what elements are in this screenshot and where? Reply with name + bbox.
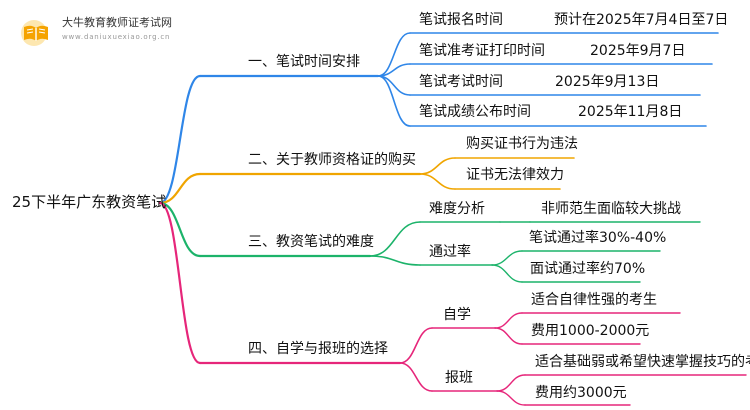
- branch-1-child-3-value: 2025年9月13日: [555, 74, 660, 90]
- root-to-branch-3-link: [158, 201, 202, 258]
- branch-3-child-2-item-2-link: [491, 264, 523, 283]
- branch-1-child-3-link: [377, 75, 411, 96]
- branch-1-child-1-value: 预计在2025年7月4日至7日: [554, 12, 729, 28]
- branch-3-child-1-link: [369, 221, 421, 257]
- branch-3-child-1-item-1: 非师范生面临较大挑战: [541, 201, 681, 217]
- branch-4-child-1-link: [399, 327, 433, 364]
- branch-4-child-1-item-2: 费用1000-2000元: [531, 323, 650, 339]
- branch-4-label: 四、自学与报班的选择: [248, 341, 388, 357]
- brand-url: www.daniuxuexiao.org.cn: [62, 33, 171, 41]
- branch-4-child-1-label: 自学: [443, 307, 471, 323]
- root-to-branch-2-link: [158, 172, 202, 205]
- branch-4-child-2-item-2: 费用约3000元: [535, 385, 627, 401]
- branch-1-child-4-link: [377, 75, 411, 127]
- branch-4-child-1-item-1: 适合自律性强的考生: [531, 292, 657, 308]
- branch-1-child-3-label: 笔试考试时间: [419, 74, 503, 90]
- branch-3-label: 三、教资笔试的难度: [248, 234, 374, 250]
- branch-3-child-2-link: [369, 255, 421, 266]
- branch-1-child-2-value: 2025年9月7日: [590, 43, 686, 59]
- branch-1-child-1-link: [377, 32, 411, 77]
- branch-4-child-2-label: 报班: [445, 370, 473, 386]
- branch-4-child-2-item-2-link: [496, 390, 526, 406]
- branch-4-child-1-item-1-link: [494, 312, 523, 329]
- branch-1-child-4-value: 2025年11月8日: [578, 104, 683, 120]
- branch-3-child-2-item-1-link: [491, 250, 523, 266]
- branch-3-child-2-label: 通过率: [429, 244, 471, 260]
- branch-1-child-1-label: 笔试报名时间: [419, 12, 503, 28]
- branch-1-label: 一、笔试时间安排: [248, 54, 360, 70]
- root-to-branch-1-link: [158, 74, 202, 205]
- root-topic: 25下半年广东教资笔试: [12, 193, 167, 211]
- branch-2-child-2-link: [419, 173, 456, 190]
- branch-1-child-4-label: 笔试成绩公布时间: [419, 104, 531, 120]
- branch-4-child-2-item-1: 适合基础弱或希望快速掌握技巧的考生: [535, 354, 750, 370]
- brand-name: 大牛教育教师证考试网: [62, 16, 172, 29]
- branch-4-child-2-link: [399, 362, 433, 392]
- branch-3-child-2-item-2: 面试通过率约70%: [530, 261, 646, 277]
- branch-1-child-2-label: 笔试准考证打印时间: [419, 43, 545, 59]
- branch-2-child-1-label: 购买证书行为违法: [466, 136, 578, 152]
- root-to-branch-4-link: [158, 201, 202, 365]
- branch-4-child-1-item-2-link: [494, 327, 523, 345]
- branch-2-child-1-link: [419, 157, 456, 175]
- branch-3-child-2-item-1: 笔试通过率30%-40%: [529, 230, 667, 246]
- branch-3-child-1-label: 难度分析: [429, 201, 485, 217]
- branch-4-child-2-item-1-link: [496, 374, 526, 392]
- branch-2-label: 二、关于教师资格证的购买: [248, 152, 416, 168]
- branch-2-child-2-label: 证书无法律效力: [466, 167, 564, 183]
- book-logo-icon: [21, 20, 48, 46]
